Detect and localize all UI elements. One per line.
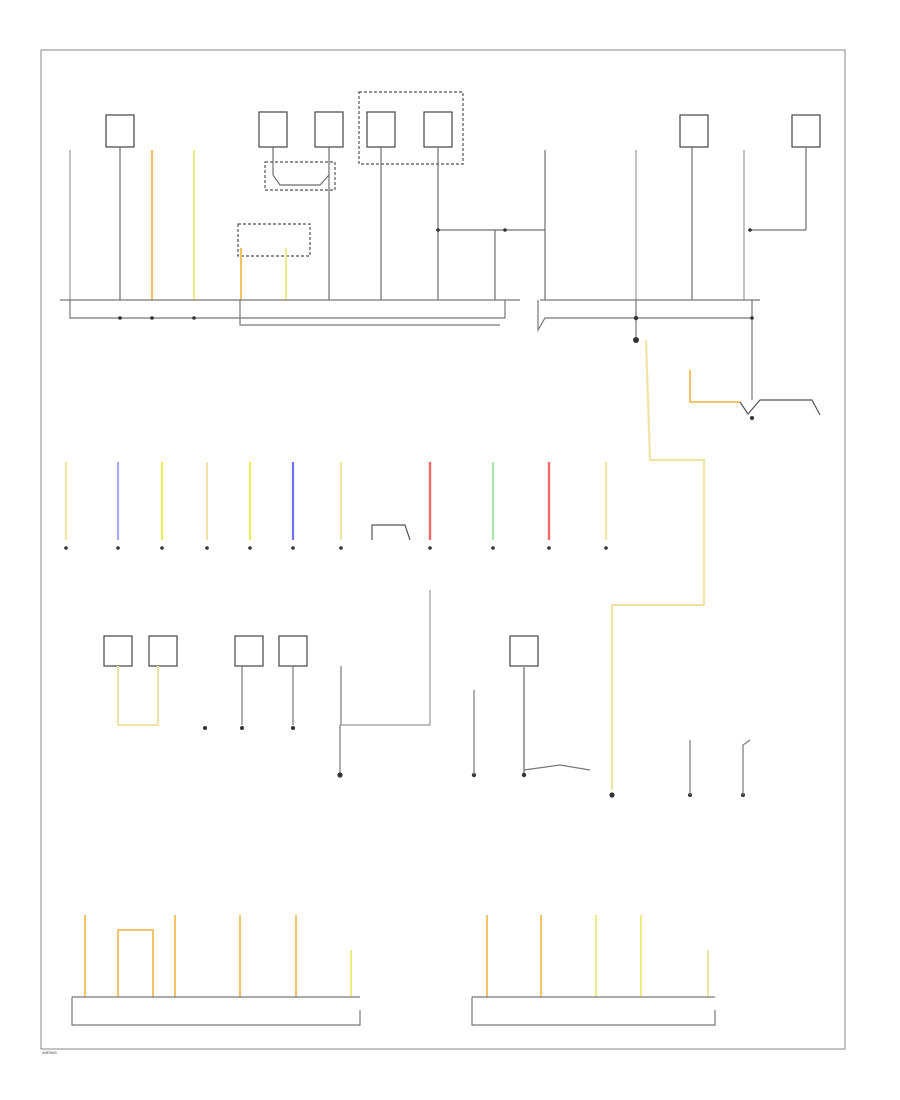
wire bbox=[739, 399, 821, 416]
junction-dot bbox=[633, 315, 639, 321]
bus-line bbox=[69, 300, 506, 319]
long-wire bbox=[610, 339, 706, 790]
component-box bbox=[103, 635, 133, 667]
bus-line bbox=[239, 300, 500, 326]
ground-point bbox=[491, 546, 495, 550]
wire bbox=[340, 590, 431, 726]
dashed-enclosure bbox=[264, 161, 336, 191]
ground-point bbox=[339, 546, 343, 550]
bus-line bbox=[71, 997, 361, 1026]
component-box bbox=[148, 635, 178, 667]
diagram-border bbox=[40, 49, 846, 1050]
lower-middle-section bbox=[103, 590, 751, 798]
bus-line bbox=[537, 300, 753, 333]
ground-point bbox=[291, 726, 295, 730]
ground-point bbox=[750, 416, 754, 420]
junction-dot bbox=[748, 228, 752, 232]
wire bbox=[523, 764, 591, 771]
top-ground-bus bbox=[60, 299, 760, 400]
ground-point bbox=[337, 772, 343, 778]
junction-dot bbox=[750, 316, 754, 320]
wire bbox=[117, 929, 154, 997]
ground-point bbox=[633, 337, 639, 343]
component-box bbox=[258, 111, 288, 148]
dashed-enclosure bbox=[358, 91, 464, 165]
ground-point bbox=[291, 546, 295, 550]
ground-point bbox=[116, 546, 120, 550]
junction-dot bbox=[503, 228, 507, 232]
wire bbox=[742, 739, 751, 795]
ground-point bbox=[604, 546, 608, 550]
wire bbox=[117, 666, 159, 726]
junction-dot bbox=[436, 228, 440, 232]
bus-line bbox=[471, 997, 716, 1026]
junction-dot bbox=[150, 316, 154, 320]
component-box bbox=[366, 111, 396, 148]
ground-point bbox=[160, 546, 164, 550]
component-box bbox=[314, 111, 344, 148]
ground-point bbox=[240, 726, 244, 730]
middle-section bbox=[64, 339, 706, 790]
top-section bbox=[60, 91, 821, 420]
wire bbox=[371, 524, 411, 541]
bottom-left-bus bbox=[71, 915, 361, 1026]
ground-symbols bbox=[64, 546, 608, 550]
ground-point bbox=[428, 546, 432, 550]
component-box bbox=[423, 111, 453, 148]
ground-point bbox=[547, 546, 551, 550]
ground-point bbox=[205, 546, 209, 550]
component-box bbox=[791, 114, 821, 148]
junction-dot bbox=[118, 316, 122, 320]
wire bbox=[272, 174, 330, 186]
ground-point bbox=[248, 546, 252, 550]
top-wires bbox=[69, 147, 807, 300]
ground-point bbox=[521, 772, 527, 778]
ground-pigtail bbox=[689, 370, 821, 420]
dashed-enclosure bbox=[237, 223, 311, 257]
ground-symbols bbox=[203, 726, 745, 798]
component-box bbox=[679, 114, 709, 148]
component-box bbox=[105, 114, 135, 148]
ground-point bbox=[203, 726, 207, 730]
top-junctions bbox=[118, 228, 754, 343]
wire bbox=[689, 370, 740, 403]
component-box bbox=[509, 635, 539, 667]
footer-code: WIRING bbox=[42, 1050, 57, 1055]
component-box bbox=[278, 635, 308, 667]
component-box bbox=[234, 635, 264, 667]
junction-dot bbox=[192, 316, 196, 320]
ground-point bbox=[609, 792, 615, 798]
bottom-right-bus bbox=[471, 915, 716, 1026]
ground-point bbox=[64, 546, 68, 550]
